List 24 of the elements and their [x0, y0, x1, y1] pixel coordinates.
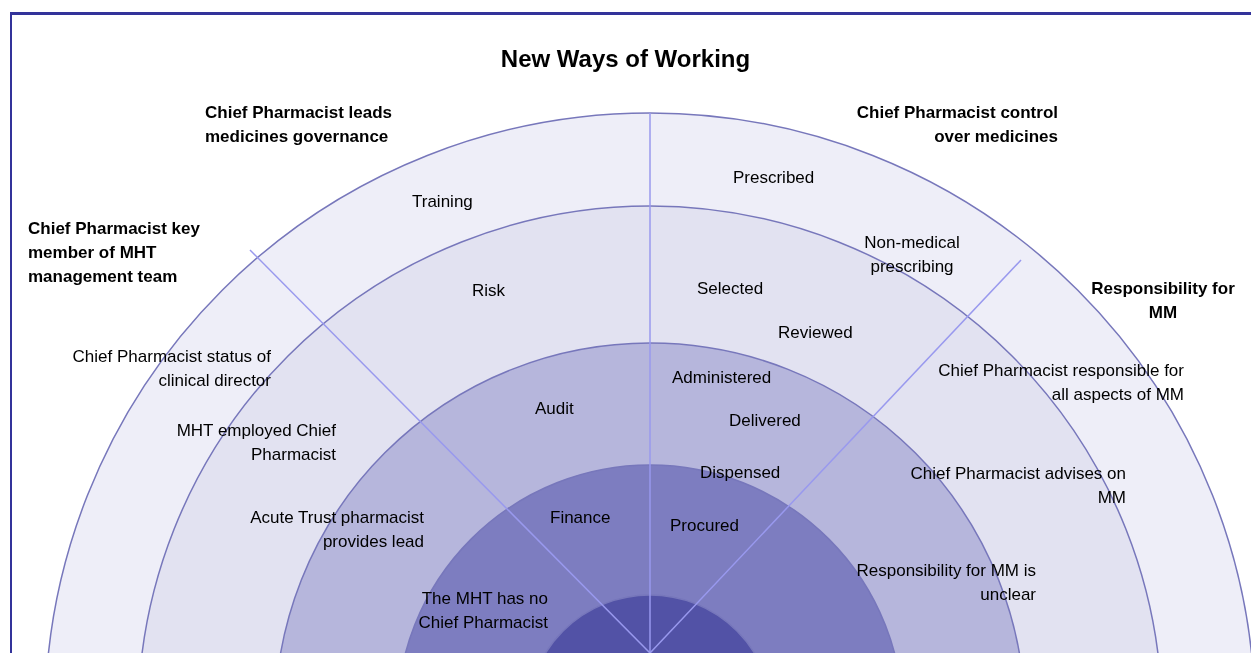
ring-label: Risk [472, 280, 506, 302]
ring-label: Administered [672, 367, 772, 389]
ring-label: MHT employed Chief Pharmacist [175, 420, 336, 466]
ring-label: Delivered [729, 410, 801, 432]
sector-heading: Chief Pharmacist leads medicines governance [205, 102, 394, 148]
sector-heading: Chief Pharmacist control over medicines [855, 102, 1058, 148]
ring-label: Responsibility for MM is unclear [855, 560, 1036, 606]
ring-label: Non-medical prescribing [863, 232, 961, 278]
ring-label: Chief Pharmacist advises on MM [909, 463, 1126, 509]
ring-label: Reviewed [778, 322, 853, 344]
ring-label: Prescribed [733, 167, 815, 189]
sector-heading: Chief Pharmacist key member of MHT management team [28, 218, 201, 288]
sector-heading: Responsibility for MM [1090, 278, 1236, 324]
ring-label: Procured [670, 515, 739, 537]
ring-label: Training [412, 191, 473, 213]
ring-label: Selected [697, 278, 764, 300]
ring-label: Chief Pharmacist responsible for all aspects of MM [937, 360, 1184, 406]
ring-label: Acute Trust pharmacist provides lead [249, 507, 424, 553]
diagram-title: New Ways of Working [499, 44, 752, 74]
ring-label: Chief Pharmacist status of clinical director [71, 346, 271, 392]
ring-label: Finance [550, 507, 611, 529]
ring-label: Dispensed [700, 462, 781, 484]
ring-label: The MHT has no Chief Pharmacist [417, 588, 548, 634]
ring-label: Audit [535, 398, 574, 420]
